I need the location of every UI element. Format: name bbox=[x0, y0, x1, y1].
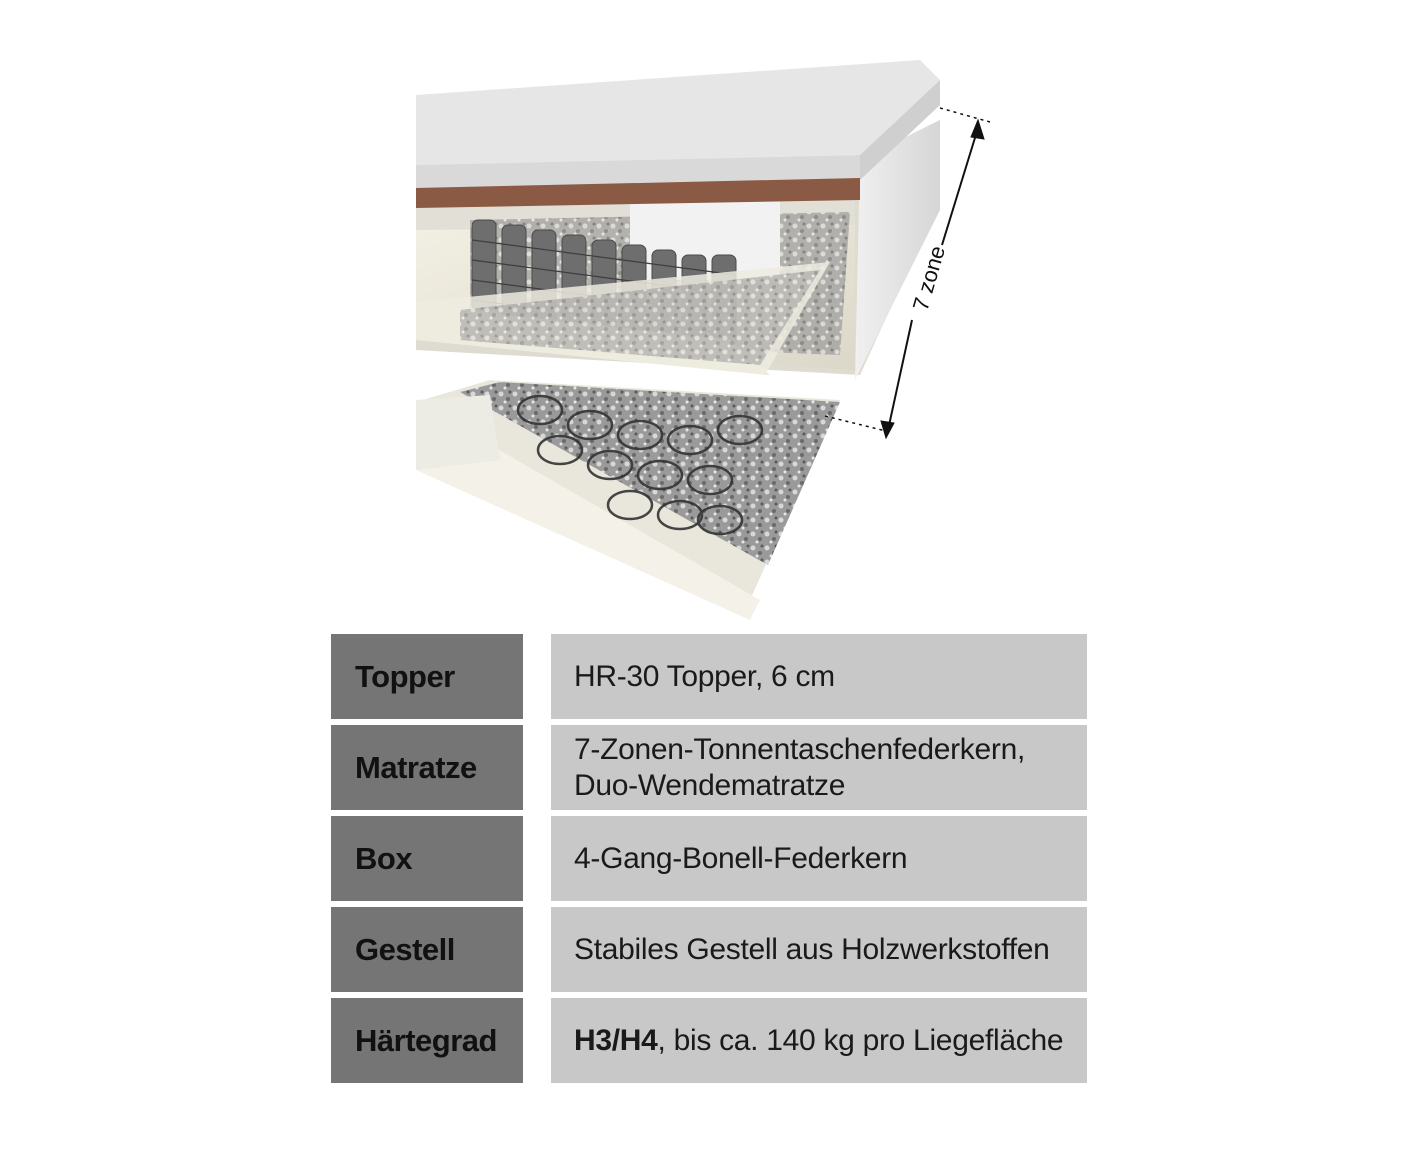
topper-layer bbox=[416, 60, 940, 208]
row-value-rest: , bis ca. 140 kg pro Liegefläche bbox=[657, 1023, 1064, 1057]
row-label: Matratze bbox=[331, 725, 523, 810]
row-label: Box bbox=[331, 816, 523, 901]
row-label: Topper bbox=[331, 634, 523, 719]
row-value: Stabiles Gestell aus Holzwerkstoffen bbox=[551, 907, 1087, 992]
row-value: H3/H4, bis ca. 140 kg pro Liegefläche bbox=[551, 998, 1087, 1083]
table-row-haertegrad: Härtegrad H3/H4, bis ca. 140 kg pro Lieg… bbox=[331, 998, 1087, 1083]
table-row-matratze: Matratze 7-Zonen-Tonnentaschenfederkern,… bbox=[331, 725, 1087, 810]
row-label: Härtegrad bbox=[331, 998, 523, 1083]
row-value: HR-30 Topper, 6 cm bbox=[551, 634, 1087, 719]
box-layer bbox=[416, 380, 840, 620]
row-label: Gestell bbox=[331, 907, 523, 992]
spec-table: Topper HR-30 Topper, 6 cm Matratze 7-Zon… bbox=[331, 634, 1087, 1083]
row-value: 4-Gang-Bonell-Federkern bbox=[551, 816, 1087, 901]
table-row-topper: Topper HR-30 Topper, 6 cm bbox=[331, 634, 1087, 719]
row-value: 7-Zonen-Tonnentaschenfederkern, Duo-Wend… bbox=[551, 725, 1087, 810]
mattress-cross-section-illustration: 7 zone bbox=[416, 60, 991, 620]
row-value-bold: H3/H4 bbox=[574, 1023, 658, 1057]
row-value-line-2: Duo-Wendematratze bbox=[574, 768, 846, 802]
table-row-gestell: Gestell Stabiles Gestell aus Holzwerksto… bbox=[331, 907, 1087, 992]
row-value-line-1: 7-Zonen-Tonnentaschenfederkern, bbox=[574, 732, 1025, 766]
dimension-arrow bbox=[824, 107, 991, 440]
table-row-box: Box 4-Gang-Bonell-Federkern bbox=[331, 816, 1087, 901]
